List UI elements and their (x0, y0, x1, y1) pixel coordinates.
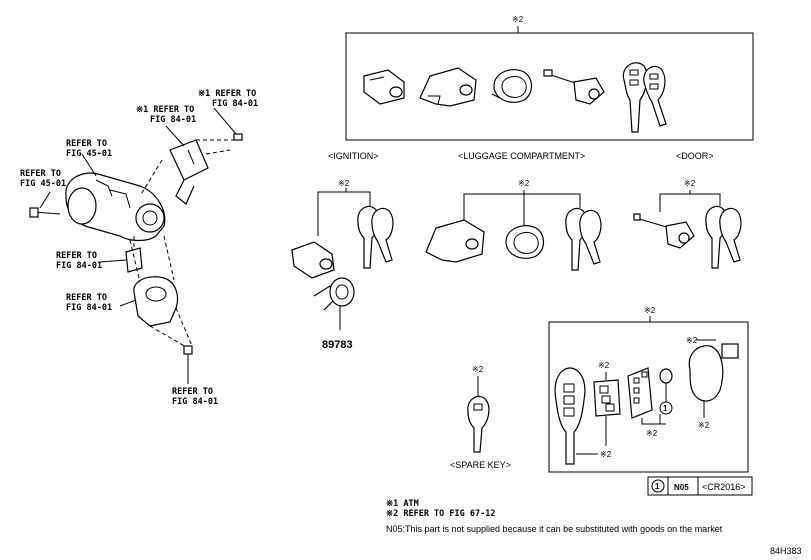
ignition-mark: ※2 (338, 179, 350, 188)
ignition-keys (357, 205, 394, 269)
luggage-keys (565, 207, 602, 271)
transmitter-key-mark: ※2 (600, 450, 612, 459)
ref-fig45-a: REFER TO FIG 45-01 (66, 139, 112, 159)
legend-code: N05 (674, 483, 689, 492)
ignition-cylinder-part (363, 69, 405, 105)
transmitter-case: ※2 ※2 (686, 336, 739, 430)
luggage-set: ※2 (425, 179, 602, 271)
door-mark: ※2 (684, 179, 696, 188)
ignition-bracket-89783 (313, 277, 355, 330)
svg-text:FIG 84-01: FIG 84-01 (150, 115, 196, 125)
luggage-ring (505, 225, 545, 259)
ref-fig84-mid: REFER TO FIG 84-01 (56, 251, 102, 271)
svg-text:REFER TO: REFER TO (20, 169, 61, 179)
transmitter-key: ※2 (554, 367, 612, 465)
lock-ring-part (491, 69, 533, 103)
circuit-board-mark: ※2 (646, 429, 658, 438)
transmitter-box: ※2 ※2 ※2 ※2 (548, 306, 749, 473)
ignition-caption: <IGNITION> (328, 151, 379, 161)
door-keys (705, 205, 742, 269)
figure-id: 84H383 (770, 546, 802, 556)
svg-text:REFER TO: REFER TO (56, 251, 97, 261)
legend-row: 1 N05 <CR2016> (647, 476, 753, 496)
svg-text:FIG 45-01: FIG 45-01 (66, 149, 112, 159)
circuit-board: ※2 (627, 367, 660, 438)
key-set-box: ※2 (345, 15, 754, 141)
transmitter-box-mark: ※2 (644, 306, 656, 315)
ref-fig45-b: REFER TO FIG 45-01 (20, 169, 66, 189)
svg-text:FIG 84-01: FIG 84-01 (66, 303, 112, 313)
luggage-lock (425, 219, 485, 263)
spare-key-mark: ※2 (472, 365, 484, 374)
legend-notes: ※1 ATM ※2 REFER TO FIG 67-12 N05:This pa… (386, 499, 723, 534)
svg-text:FIG 84-01: FIG 84-01 (56, 261, 102, 271)
part-number-89783: 89783 (322, 339, 353, 351)
svg-text:REFER TO: REFER TO (66, 293, 107, 303)
svg-text:※1 REFER TO: ※1 REFER TO (136, 105, 194, 115)
n05-note: N05:This part is not supplied because it… (386, 524, 723, 534)
svg-text:※1 REFER TO: ※1 REFER TO (198, 89, 256, 99)
svg-text:FIG 84-01: FIG 84-01 (172, 397, 218, 407)
svg-text:REFER TO: REFER TO (172, 387, 213, 397)
svg-text:FIG 45-01: FIG 45-01 (20, 179, 66, 189)
ref-fig84-top-b: ※1 REFER TO FIG 84-01 (198, 89, 258, 109)
svg-text:REFER TO: REFER TO (66, 139, 107, 149)
case-top-mark: ※2 (686, 336, 698, 345)
door-caption: <DOOR> (676, 151, 714, 161)
svg-text:FIG 84-01: FIG 84-01 (212, 99, 258, 109)
door-lock-cylinder-part (543, 69, 605, 105)
luggage-caption: <LUGGAGE COMPARTMENT> (458, 151, 585, 161)
steering-lock-assembly (29, 133, 243, 384)
legend-battery: <CR2016> (702, 482, 746, 492)
battery: 1 (648, 368, 673, 425)
ignition-cylinder (291, 241, 335, 279)
ref-fig84-bottom: REFER TO FIG 84-01 (172, 387, 218, 407)
note-atm: ※1 ATM (386, 499, 419, 509)
legend-symbol: 1 (655, 482, 660, 491)
button-pad: ※2 (593, 361, 621, 446)
door-set: ※2 (633, 179, 742, 269)
door-cylinder (633, 213, 695, 249)
battery-symbol: 1 (663, 404, 668, 413)
ignition-set: ※2 89783 (291, 179, 394, 351)
button-pad-mark: ※2 (598, 361, 610, 370)
ref-fig84-low: REFER TO FIG 84-01 (66, 293, 112, 313)
key-pair-part (622, 62, 667, 133)
spare-key: ※2 <SPARE KEY> (450, 365, 511, 470)
luggage-lock-part (419, 67, 477, 107)
case-bottom-mark: ※2 (698, 421, 710, 430)
box-mark: ※2 (512, 15, 524, 24)
luggage-mark: ※2 (518, 179, 530, 188)
spare-key-caption: <SPARE KEY> (450, 460, 511, 470)
ref-fig84-top-a: ※1 REFER TO FIG 84-01 (136, 105, 196, 125)
note-refer: ※2 REFER TO FIG 67-12 (386, 509, 495, 519)
